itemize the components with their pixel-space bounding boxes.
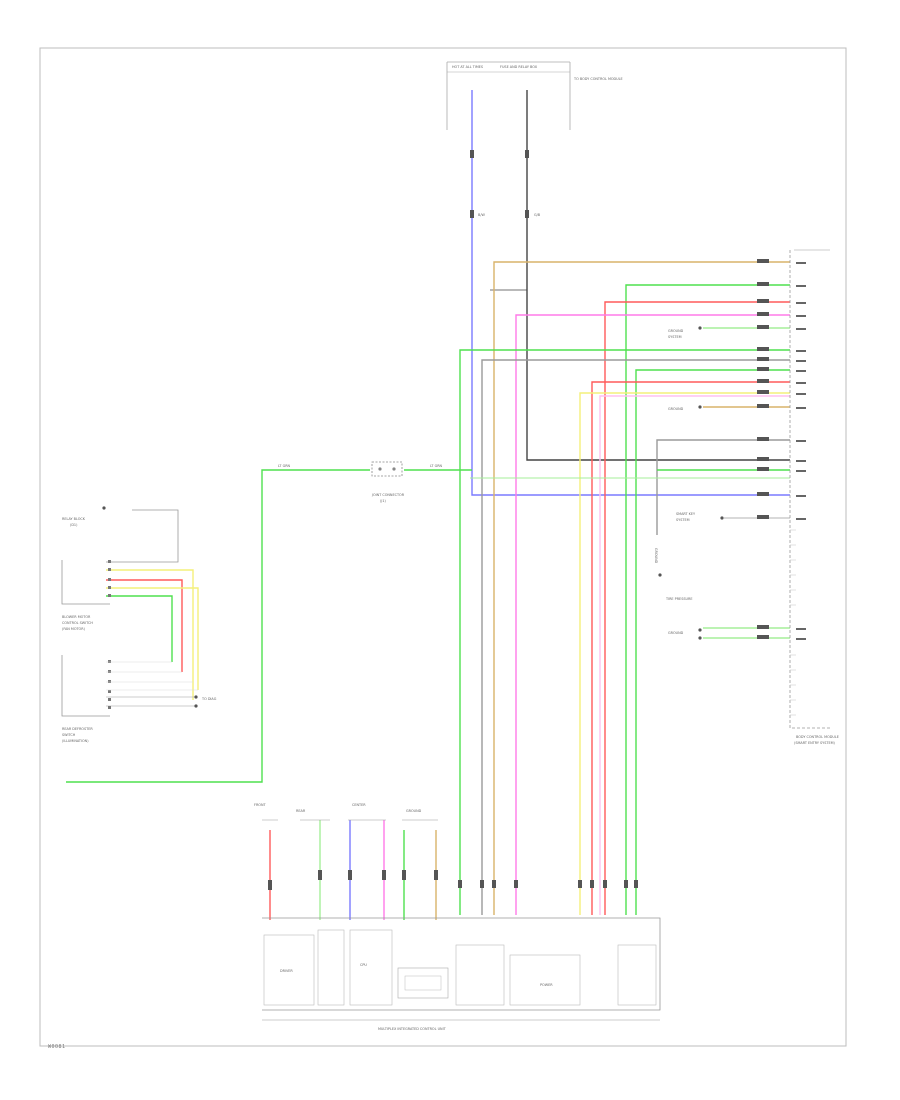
diagram-frame <box>39 47 847 1047</box>
left-mid-label-3: (FAN MOTOR) <box>62 627 86 631</box>
wire-orange-left <box>106 569 194 700</box>
left-side-out-label: TO DIAG <box>201 697 217 701</box>
left-lower-label-3: (ILLUMINATION) <box>62 739 89 743</box>
wire-red-left <box>106 579 183 672</box>
wire-green-3 <box>459 349 790 915</box>
right-lower-note-2: SYSTEM <box>676 518 690 522</box>
right-module-pins <box>796 262 806 640</box>
right-lower-note-1: SMART KEY <box>676 512 696 516</box>
right-mid-note-2: SYSTEM <box>668 335 682 339</box>
wire-pink-1 <box>515 314 790 915</box>
joint-connector-sub: (J1) <box>380 499 386 503</box>
right-ground-notes: GROUND SYSTEM GROUND SMART KEY SYSTEM TI… <box>654 326 724 640</box>
mid-wire-label-b: LT GRN <box>430 464 443 468</box>
right-module: BODY CONTROL MODULE (SMART ENTRY SYSTEM) <box>789 249 839 745</box>
joint-connector-label: JOINT CONNECTOR <box>371 493 405 497</box>
wire-red-2 <box>591 381 790 915</box>
bottom-top-label-2: REAR <box>296 809 306 813</box>
reference-code: W0081 <box>48 1044 66 1050</box>
wire-red-1 <box>604 301 790 915</box>
wire-green-long <box>66 469 370 783</box>
left-upper-conn-sub: (D1) <box>70 523 78 527</box>
right-module-label: BODY CONTROL MODULE <box>796 735 839 739</box>
wire-blue-top <box>471 90 790 496</box>
wire-green-left <box>106 595 173 662</box>
wire-gray-1 <box>481 359 790 915</box>
left-upper-conn-label: RELAY BLOCK <box>62 517 86 521</box>
wire-tags <box>268 150 769 890</box>
bottom-inner-b: CPU <box>360 963 367 967</box>
right-mid-note-3: GROUND <box>668 407 684 411</box>
left-defroster-switch: TO DIAG REAR DEFROSTER SWITCH (ILLUMINAT… <box>61 655 217 743</box>
wire-pink-2 <box>599 395 790 915</box>
wire-green-4 <box>635 369 790 915</box>
top-fuse-header-a: HOT AT ALL TIMES <box>452 65 483 69</box>
bottom-top-label-3: CENTER <box>352 803 366 807</box>
joint-connector: JOINT CONNECTOR (J1) LT GRN LT GRN <box>278 461 443 503</box>
bottom-top-label-1: FRONT <box>254 803 267 807</box>
wire-orange <box>493 261 790 915</box>
left-mid-label-2: CONTROL SWITCH <box>62 621 93 625</box>
left-lower-label-1: REAR DEFROSTER <box>62 727 93 731</box>
mid-wire-label-a: LT GRN <box>278 464 291 468</box>
top-fuse-box: HOT AT ALL TIMES FUSE AND RELAY BOX TO B… <box>446 61 623 217</box>
bottom-inner-a: DRIVER <box>280 969 293 973</box>
bottom-inner-c: POWER <box>540 983 553 987</box>
left-mid-label-1: BLOWER MOTOR <box>62 615 91 619</box>
wire-green-2 <box>625 284 790 915</box>
right-module-sub: (SMART ENTRY SYSTEM) <box>794 741 836 745</box>
wire-gray-2 <box>656 439 790 535</box>
top-wire-label-a: B/W <box>478 213 485 217</box>
top-fuse-header-b: FUSE AND RELAY BOX <box>500 65 538 69</box>
left-relay-block: RELAY BLOCK (D1) BLOWER MOTOR CONTROL SW… <box>61 506 111 631</box>
wire-dark-top <box>526 90 790 461</box>
top-wire-label-b: G/B <box>534 213 541 217</box>
top-side-note: TO BODY CONTROL MODULE <box>573 77 623 81</box>
right-vert-note: GROUND <box>654 548 658 564</box>
bottom-top-label-4: GROUND <box>406 809 422 813</box>
multiplex-control-unit: DRIVER CPU POWER MULTIPLEX INTEGRATED CO… <box>262 917 661 1031</box>
bottom-labels: FRONT REAR CENTER GROUND <box>254 803 438 821</box>
wire-gray-left-3 <box>106 509 179 563</box>
right-lower-note-3: TIRE PRESSURE <box>665 597 692 601</box>
wires <box>66 90 790 920</box>
bottom-module-label: MULTIPLEX INTEGRATED CONTROL UNIT <box>378 1027 447 1031</box>
wire-yellow-1 <box>579 392 790 915</box>
wire-yellow-left <box>106 587 199 690</box>
left-lower-label-2: SWITCH <box>62 733 76 737</box>
right-mid-note-1: GROUND <box>668 329 684 333</box>
right-lower-note-4: GROUND <box>668 631 684 635</box>
